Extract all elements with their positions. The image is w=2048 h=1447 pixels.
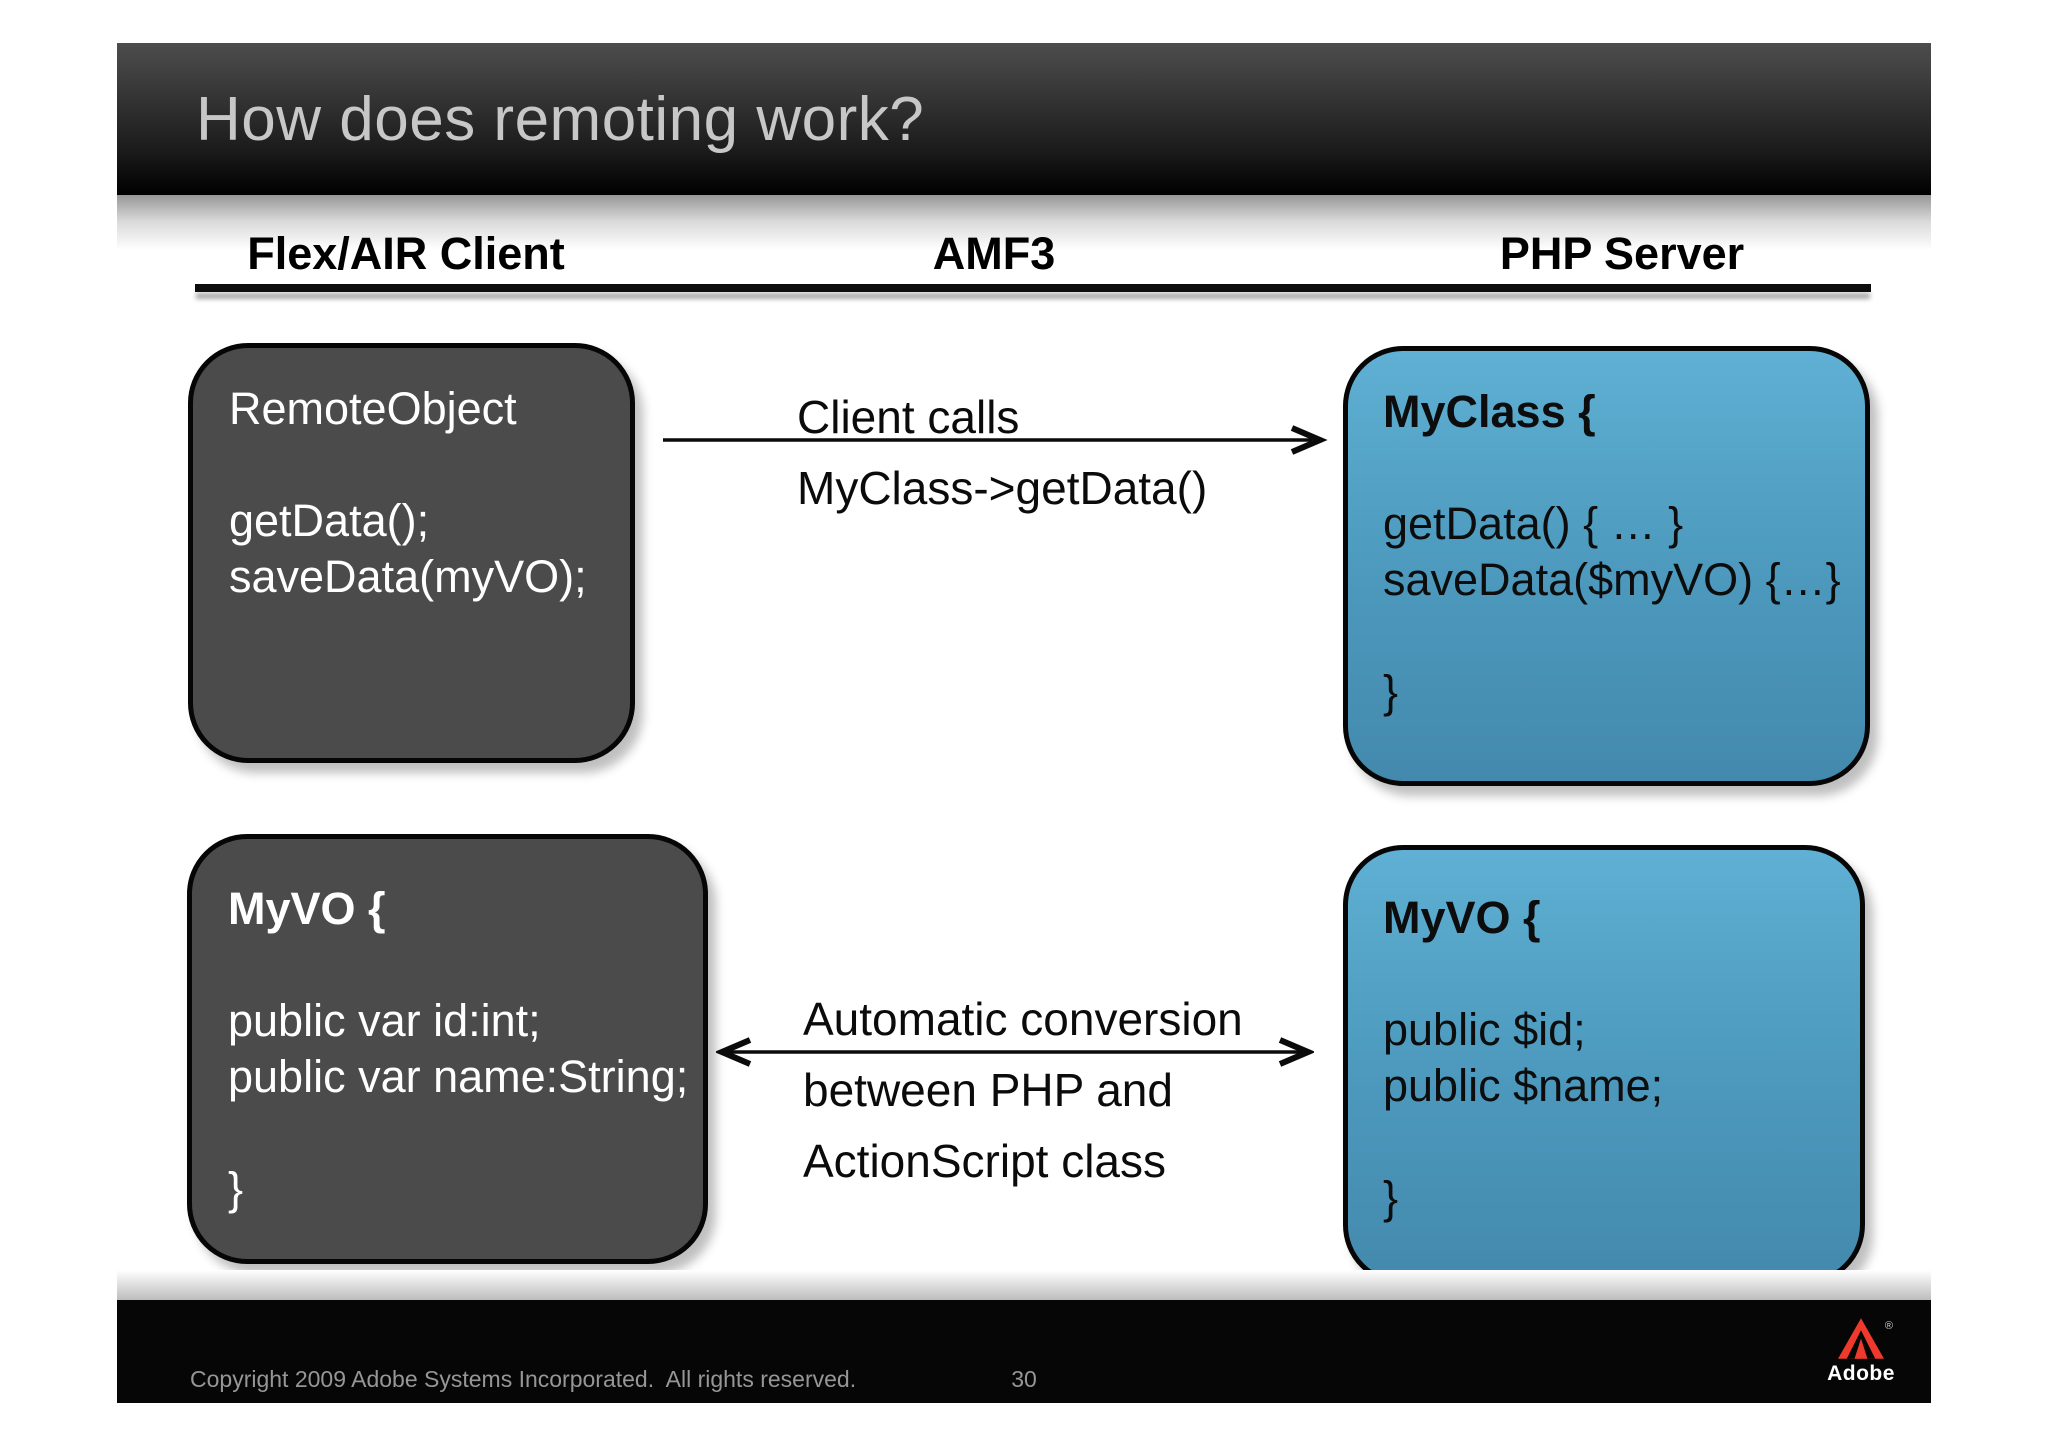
adobe-a-icon: [1838, 1318, 1884, 1359]
code-line: }: [1383, 1172, 1399, 1223]
conversion-arrow-label-line: between PHP and: [803, 1064, 1173, 1116]
header-divider-line: [195, 284, 1871, 292]
title-bar-reflection: [117, 195, 1931, 253]
code-line: RemoteObject: [229, 383, 517, 434]
code-line: [1383, 1114, 1850, 1170]
registered-mark: ®: [1884, 1320, 1893, 1332]
copyright-text: Copyright 2009 Adobe Systems Incorporate…: [190, 1366, 857, 1392]
my-vo-php-box: MyVO { public $id; public $name; }: [1343, 845, 1865, 1285]
conversion-arrow-icon: [716, 1037, 1314, 1067]
call-arrow-label: Client calls MyClass->getData(): [797, 382, 1207, 524]
remote-object-box: RemoteObject getData(); saveData(myVO);: [188, 343, 635, 763]
code-line: [229, 437, 620, 493]
code-line: getData();: [229, 495, 430, 546]
page-number: 30: [1011, 1366, 1037, 1392]
code-line: MyVO {: [1383, 892, 1541, 943]
code-line: [228, 1105, 693, 1161]
footer-fade-strip: [117, 1270, 1931, 1300]
adobe-logo: ® Adobe: [1825, 1318, 1897, 1386]
code-line: getData() { … }: [1383, 498, 1684, 549]
my-vo-actionscript-box: MyVO { public var id:int; public var nam…: [187, 834, 708, 1264]
code-line: MyVO {: [228, 883, 386, 934]
code-line: public var id:int;: [228, 995, 541, 1046]
column-header-php-server: PHP Server: [1499, 228, 1745, 279]
code-line: }: [1383, 666, 1399, 717]
code-line: [1383, 440, 1855, 496]
code-line: }: [228, 1163, 244, 1214]
conversion-arrow-label-line: ActionScript class: [803, 1135, 1167, 1187]
code-line: [1383, 946, 1850, 1002]
code-line: public $name;: [1383, 1060, 1664, 1111]
code-line: [228, 937, 693, 993]
conversion-arrow-label: Automatic conversion between PHP and Act…: [803, 984, 1243, 1197]
title-bar: How does remoting work?: [117, 43, 1931, 195]
column-header-amf3: AMF3: [932, 228, 1056, 279]
footer-bar: Copyright 2009 Adobe Systems Incorporate…: [117, 1300, 1931, 1403]
call-arrow-icon: [663, 425, 1328, 455]
conversion-arrow-label-line: Automatic conversion: [803, 993, 1243, 1045]
column-header-flex-air-client: Flex/AIR Client: [247, 228, 565, 279]
call-arrow-label-line: Client calls: [797, 391, 1020, 443]
code-line: public var name:String;: [228, 1051, 689, 1102]
adobe-wordmark: Adobe: [1827, 1362, 1895, 1385]
my-class-box: MyClass { getData() { … } saveData($myVO…: [1343, 346, 1870, 786]
code-line: public $id;: [1383, 1004, 1586, 1055]
code-line: MyClass {: [1383, 386, 1596, 437]
code-line: saveData(myVO);: [229, 551, 587, 602]
code-line: saveData($myVO) {…}: [1383, 554, 1841, 605]
slide-title: How does remoting work?: [196, 84, 925, 154]
call-arrow-label-line: MyClass->getData(): [797, 462, 1208, 514]
code-line: [1383, 608, 1855, 664]
